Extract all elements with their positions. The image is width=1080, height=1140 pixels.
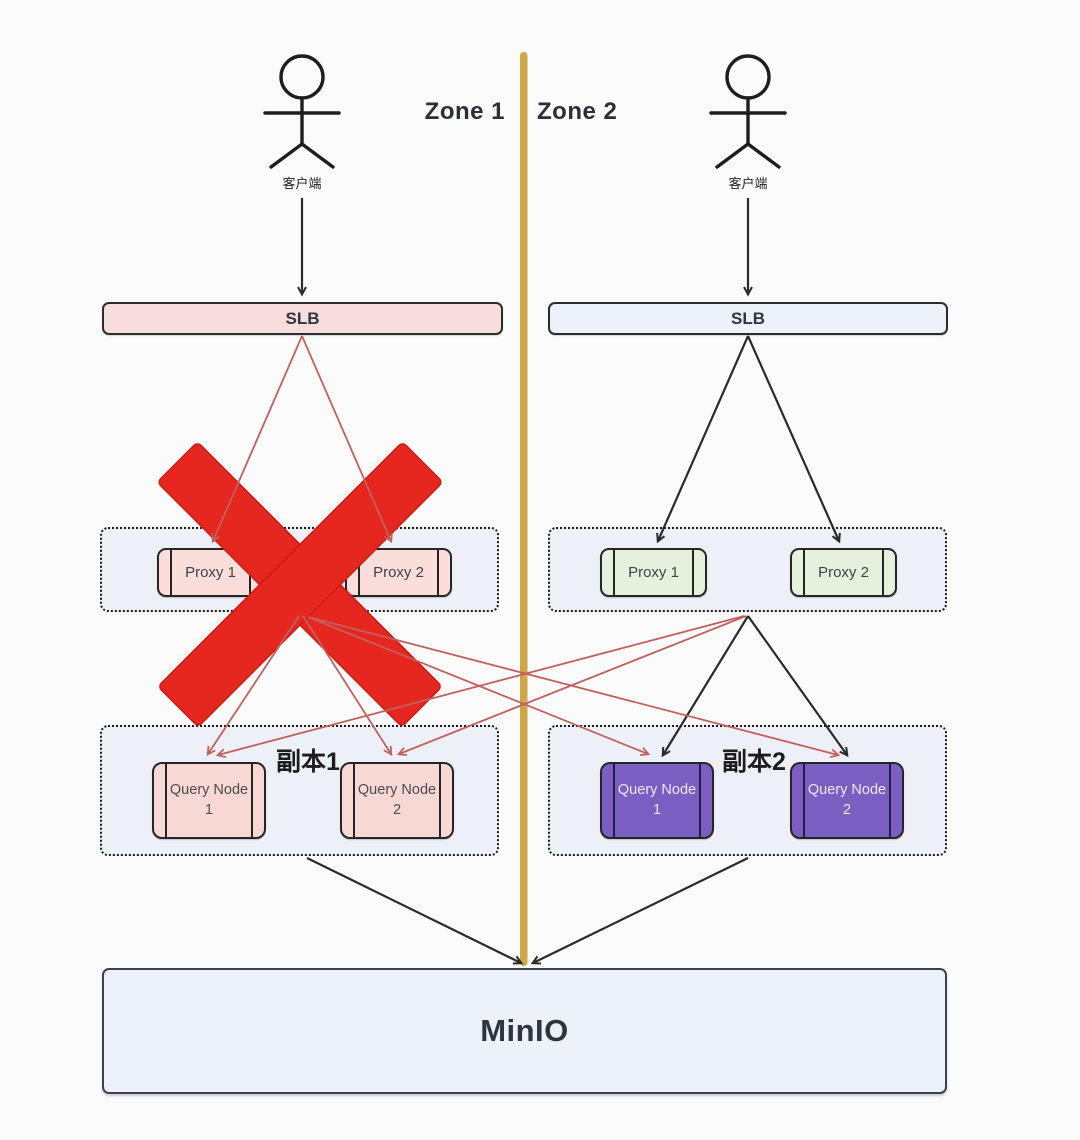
compartment-line	[803, 764, 805, 837]
compartment-line	[692, 550, 694, 595]
zone1-client-label: 客户端	[282, 176, 321, 191]
zone1-query-node2: Query Node 2	[340, 762, 454, 839]
zone1-proxy2: Proxy 2	[345, 548, 452, 597]
zone2-slb-label: SLB	[731, 308, 765, 328]
zone1-query-node1: Query Node 1	[152, 762, 266, 839]
zone1-qn1-line2: 1	[204, 801, 214, 818]
compartment-line	[249, 550, 251, 595]
zone1-proxy1-label: Proxy 1	[185, 564, 236, 581]
compartment-line	[251, 764, 253, 837]
zone2-proxy2-label: Proxy 2	[818, 564, 869, 581]
compartment-line	[613, 764, 615, 837]
zone2-slb: SLB	[548, 302, 948, 335]
zone1-slb: SLB	[102, 302, 503, 335]
zone2-qn2-line1: Query Node	[807, 781, 887, 798]
zone1-slb-label: SLB	[285, 308, 320, 328]
compartment-line	[439, 764, 441, 837]
compartment-line	[358, 550, 360, 595]
zone1-qn1-line1: Query Node	[169, 781, 249, 798]
zone2-query-node2: Query Node 2	[790, 762, 904, 839]
compartment-line	[353, 764, 355, 837]
minio-label: MinIO	[480, 1013, 569, 1048]
zone2-qn1-line1: Query Node	[617, 781, 697, 798]
zone1-qn2-line1: Query Node	[357, 781, 437, 798]
zone1-title: Zone 1	[424, 98, 505, 125]
zone1-client-icon	[263, 54, 341, 169]
compartment-line	[882, 550, 884, 595]
zone1-qn2-line2: 2	[392, 801, 402, 818]
compartment-line	[165, 764, 167, 837]
zone1-proxy1: Proxy 1	[157, 548, 264, 597]
compartment-line	[699, 764, 701, 837]
zone2-title: Zone 2	[537, 98, 618, 125]
zone2-replica-label: 副本2	[722, 748, 786, 776]
compartment-line	[803, 550, 805, 595]
zone2-proxy1: Proxy 1	[600, 548, 707, 597]
zone2-proxy2: Proxy 2	[790, 548, 897, 597]
compartment-line	[613, 550, 615, 595]
zone2-qn2-line2: 2	[842, 801, 852, 818]
zone2-query-node1: Query Node 1	[600, 762, 714, 839]
zone-divider-line	[520, 52, 528, 966]
zone1-proxy2-label: Proxy 2	[373, 564, 424, 581]
zone2-client-icon	[709, 54, 787, 169]
zone1-replica-label: 副本1	[276, 748, 340, 776]
zone2-proxy1-label: Proxy 1	[628, 564, 679, 581]
minio-storage-box: MinIO	[102, 968, 947, 1094]
zone2-qn1-line2: 1	[652, 801, 662, 818]
zone2-client-label: 客户端	[728, 176, 767, 191]
compartment-line	[437, 550, 439, 595]
compartment-line	[170, 550, 172, 595]
compartment-line	[889, 764, 891, 837]
